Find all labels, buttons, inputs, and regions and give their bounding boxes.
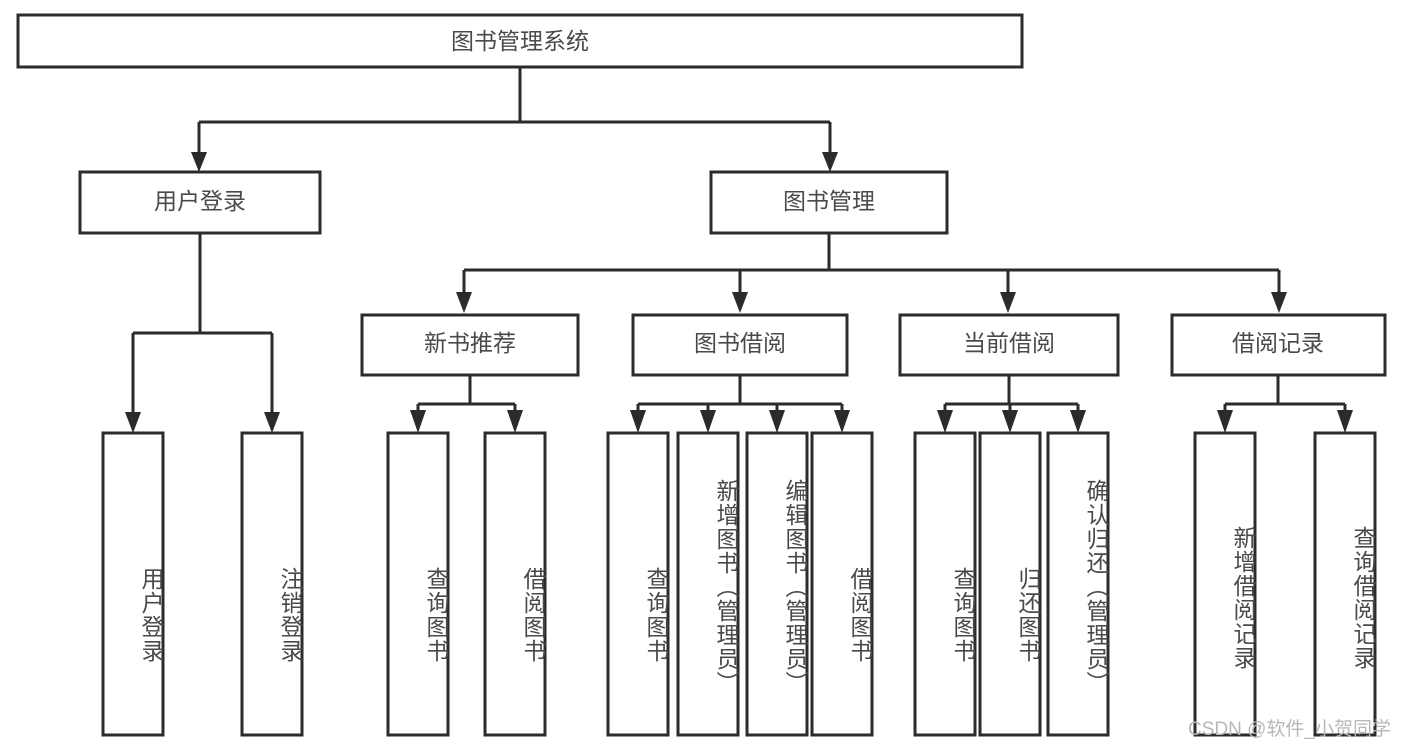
node-book-borrow-box[interactable]: [631, 313, 849, 377]
watermark-text: CSDN @软件_小贺同学: [1188, 719, 1391, 740]
node-new-book-box[interactable]: [360, 313, 580, 377]
node-user-login-label: 用户登录: [154, 188, 246, 214]
leaf-box-borrow-record-1[interactable]: [1193, 431, 1257, 737]
arrow-to-current-borrow: [1000, 292, 1016, 313]
arrow-new-book-leaf-2: [507, 410, 523, 433]
arrow-current-borrow-leaf-2: [1002, 410, 1018, 433]
leaf-box-user-login-2[interactable]: [240, 431, 304, 737]
arrow-user-login-leaf-2: [264, 412, 280, 433]
arrow-borrow-record-leaf-2: [1337, 410, 1353, 433]
node-book-manage-label: 图书管理: [783, 188, 875, 214]
leaf-box-borrow-record-2[interactable]: [1313, 431, 1377, 737]
node-current-borrow-box[interactable]: [898, 313, 1120, 377]
node-current-borrow-label: 当前借阅: [963, 330, 1055, 356]
arrow-new-book-leaf-1: [410, 410, 426, 433]
leaf-box-book-borrow-3[interactable]: [745, 431, 809, 737]
node-root-label: 图书管理系统: [451, 28, 589, 54]
arrow-book-borrow-leaf-3: [769, 410, 785, 433]
leaf-box-book-borrow-2[interactable]: [676, 431, 740, 737]
node-new-book-label: 新书推荐: [424, 330, 516, 356]
leaf-box-current-borrow-3[interactable]: [1046, 431, 1110, 737]
arrow-user-login-leaf-1: [125, 412, 141, 433]
leaf-box-current-borrow-2[interactable]: [978, 431, 1042, 737]
arrow-book-borrow-leaf-1: [630, 410, 646, 433]
node-book-borrow-label: 图书借阅: [694, 330, 786, 356]
arrow-borrow-record-leaf-1: [1217, 410, 1233, 433]
arrow-to-user-login: [191, 152, 207, 172]
arrow-current-borrow-leaf-3: [1070, 410, 1086, 433]
arrow-current-borrow-leaf-1: [937, 410, 953, 433]
node-borrow-record-box[interactable]: [1170, 313, 1387, 377]
node-book-manage-box[interactable]: [709, 170, 949, 235]
leaf-box-current-borrow-1[interactable]: [913, 431, 977, 737]
leaf-box-new-book-1[interactable]: [386, 431, 450, 737]
leaf-box-book-borrow-4[interactable]: [810, 431, 874, 737]
leaf-box-user-login-1[interactable]: [101, 431, 165, 737]
node-borrow-record-label: 借阅记录: [1232, 330, 1324, 356]
node-root-box[interactable]: [16, 13, 1024, 69]
arrow-book-borrow-leaf-4: [834, 410, 850, 433]
leaf-box-new-book-2[interactable]: [483, 431, 547, 737]
arrow-to-borrow-record: [1271, 292, 1287, 313]
arrow-book-borrow-leaf-2: [700, 410, 716, 433]
arrow-to-book-manage: [822, 152, 838, 172]
arrow-to-book-borrow: [732, 292, 748, 313]
arrow-to-new-book: [456, 292, 472, 313]
leaf-box-book-borrow-1[interactable]: [606, 431, 670, 737]
